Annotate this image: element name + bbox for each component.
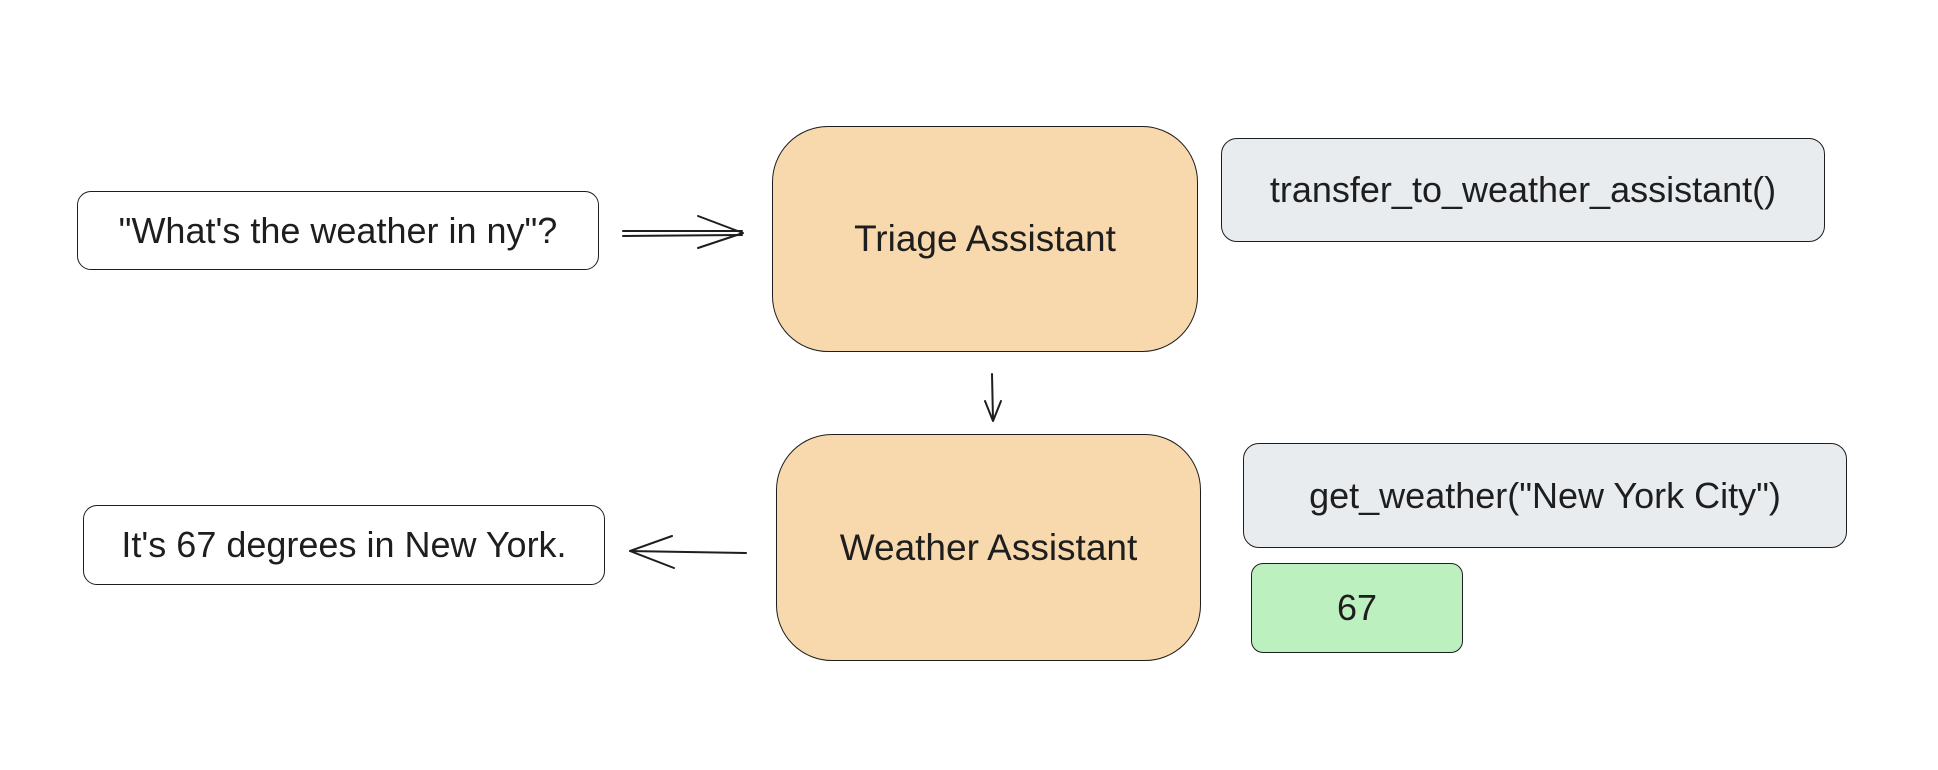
- arrow-triage-to-weather: [984, 373, 1002, 422]
- arrow-weather-to-response: [629, 535, 747, 569]
- user-query-text: "What's the weather in ny"?: [118, 209, 558, 251]
- weather-result-text: 67: [1336, 587, 1378, 628]
- get-weather-function-call-text: get_weather("New York City"): [1309, 474, 1781, 516]
- arrow-query-to-triage: [622, 215, 744, 249]
- transfer-function-call-text: transfer_to_weather_assistant(): [1269, 169, 1777, 210]
- weather-result-box: 67: [1251, 563, 1463, 653]
- user-query-box: "What's the weather in ny"?: [77, 191, 599, 270]
- response-text: It's 67 degrees in New York.: [121, 524, 567, 565]
- response-box: It's 67 degrees in New York.: [83, 505, 605, 585]
- triage-assistant-node: Triage Assistant: [772, 126, 1198, 352]
- weather-assistant-label: Weather Assistant: [839, 526, 1138, 568]
- triage-assistant-label: Triage Assistant: [854, 218, 1116, 259]
- get-weather-function-call: get_weather("New York City"): [1243, 443, 1847, 548]
- transfer-function-call: transfer_to_weather_assistant(): [1221, 138, 1825, 242]
- weather-assistant-node: Weather Assistant: [776, 434, 1201, 661]
